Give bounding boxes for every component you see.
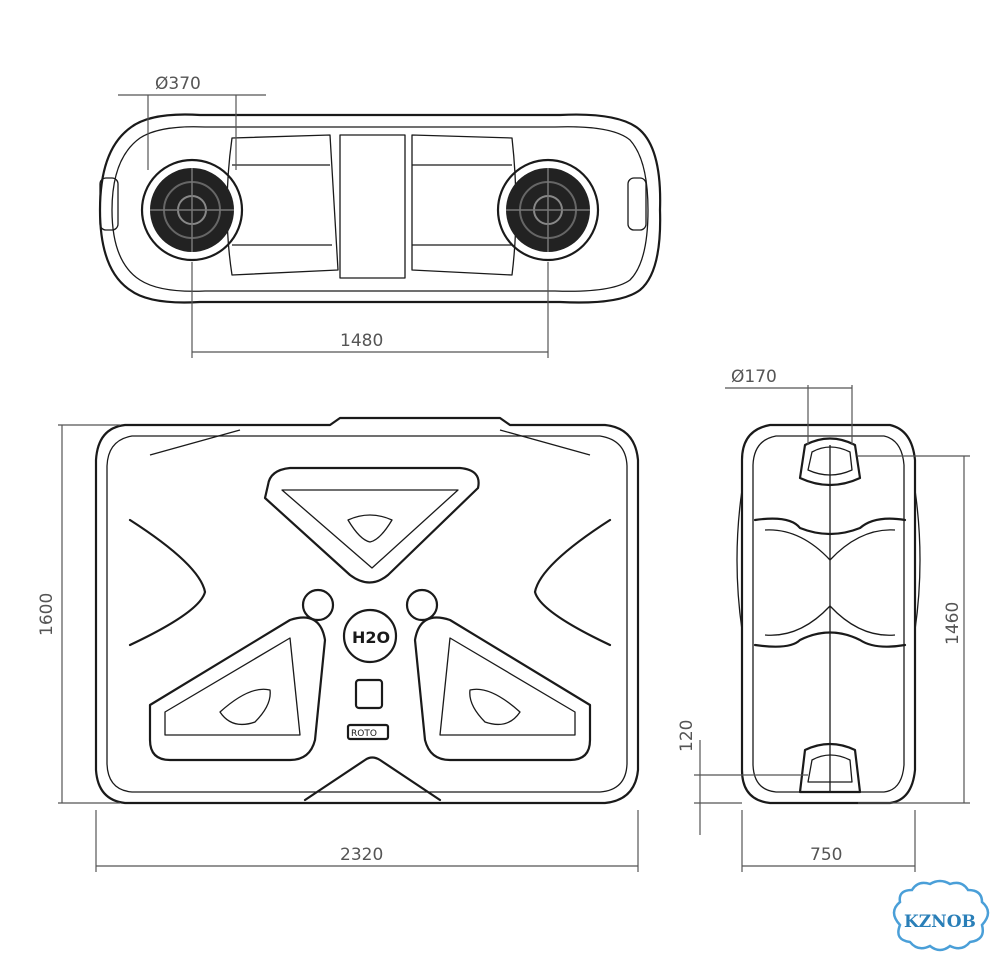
svg-text:Ø370: Ø370 — [155, 74, 201, 94]
top-view: Ø370 1480 — [98, 74, 662, 358]
front-view: H2O ROTO 1600 2320 — [37, 416, 640, 872]
svg-text:KZNOB: KZNOB — [904, 912, 976, 932]
svg-text:1460: 1460 — [943, 602, 963, 645]
fan-left — [140, 158, 244, 262]
dimension-pipe-top: Ø370 — [118, 74, 266, 170]
svg-text:120: 120 — [677, 720, 697, 752]
watermark-logo: KZNOB — [892, 879, 990, 952]
svg-text:1600: 1600 — [37, 593, 57, 636]
svg-text:Ø170: Ø170 — [731, 367, 777, 387]
dimension-width: 750 — [741, 810, 916, 872]
side-view: Ø170 1460 120 750 — [677, 367, 970, 872]
svg-text:ROTO: ROTO — [351, 729, 377, 739]
svg-text:750: 750 — [810, 845, 842, 865]
dimension-fan-spacing: 1480 — [191, 262, 549, 358]
brand-plate — [346, 723, 390, 741]
fan-right — [496, 158, 600, 262]
h2o-badge: H2O — [301, 588, 439, 664]
svg-text:2320: 2320 — [340, 845, 383, 865]
dimension-height-side: 1460 — [858, 455, 970, 804]
dimension-outlet-offset: 120 — [677, 720, 808, 835]
svg-text:1480: 1480 — [340, 331, 383, 351]
dimension-height-front: 1600 — [37, 424, 120, 804]
label-plate — [354, 678, 384, 710]
svg-text:H2O: H2O — [352, 628, 390, 647]
dimension-length: 2320 — [95, 810, 639, 872]
dimension-inlet: Ø170 — [725, 367, 853, 445]
